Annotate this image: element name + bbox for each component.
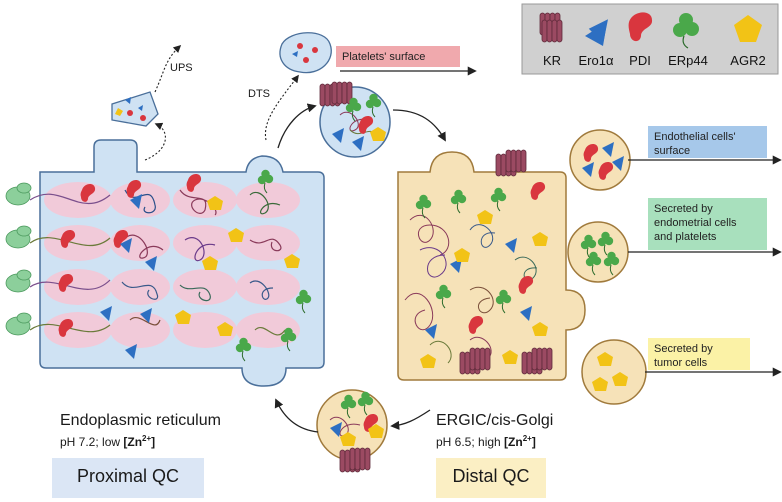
er-ph-text: pH 7.2; low (60, 435, 124, 449)
dts-arrow (264, 74, 299, 141)
golgi-zn: [Zn (504, 435, 523, 449)
dts-label: DTS (248, 88, 270, 100)
endothelial-line2: surface (654, 145, 691, 157)
kr-icon (541, 19, 563, 43)
tumor-box (648, 338, 750, 370)
er-zn-close: ] (151, 435, 156, 449)
kr-icon (531, 347, 553, 371)
endometrial-label: Secreted by endometrial cells and platel… (648, 198, 767, 248)
er-to-vesicle-arrow (277, 103, 317, 149)
endothelial-label: Endothelial cells' surface (648, 126, 767, 162)
golgi-ph: pH 6.5; high [Zn2+] (436, 434, 536, 449)
ups-label: UPS (170, 62, 193, 74)
legend-erp44-label: ERp44 (668, 53, 708, 68)
er-title: Endoplasmic reticulum (60, 412, 221, 429)
distal-qc-label: Distal QC (452, 466, 530, 486)
kr-icon (505, 149, 527, 173)
ero1a-icon (585, 22, 607, 46)
er-ph: pH 7.2; low [Zn2+] (60, 434, 155, 449)
endometrial-line3: and platelets (654, 231, 717, 243)
endometrial-line1: Secreted by (654, 203, 713, 215)
pdi-icon (628, 12, 653, 42)
legend-kr-label: KR (542, 53, 562, 68)
top-vesicle (319, 81, 391, 158)
er-compartment (29, 139, 325, 387)
tumor-line2: tumor cells (654, 357, 708, 369)
endometrial-box (648, 198, 767, 250)
legend-ero1a-label: Ero1α (578, 53, 614, 68)
distal-qc-box (436, 458, 546, 498)
er-zn-sup: 2+ (142, 434, 152, 443)
vesicle-to-golgi-arrow (392, 109, 446, 142)
platelets-box (336, 46, 460, 67)
endometrial-line2: endometrial cells (654, 217, 737, 229)
golgi-zn-sup: 2+ (522, 434, 532, 443)
tumor-vesicle (581, 339, 647, 405)
vesicle-to-er-arrow (274, 398, 319, 433)
golgi-ph-text: pH 6.5; high (436, 435, 505, 449)
legend-agr2-label: AGR2 (730, 53, 766, 68)
dts-vesicle (279, 32, 332, 74)
proximal-qc-box (52, 458, 204, 498)
endothelial-line1: Endothelial cells' (654, 131, 736, 143)
golgi-compartment (397, 151, 586, 381)
ribosome-icons (5, 182, 32, 336)
endometrial-vesicle (567, 221, 629, 283)
golgi-to-vesicle-arrow (390, 409, 431, 430)
platelets-surface-label: Platelets' surface (342, 51, 426, 63)
endothelial-vesicle (569, 129, 631, 191)
endothelial-box (648, 126, 767, 158)
agr2-icon (734, 15, 762, 42)
ups-vesicle (111, 91, 159, 127)
golgi-zn-close: ] (531, 435, 536, 449)
bottom-vesicle (316, 389, 388, 473)
er-zn: [Zn (123, 435, 143, 449)
proximal-qc-label: Proximal QC (76, 466, 179, 486)
kr-icon (469, 347, 491, 371)
ups-arrow-out (154, 44, 182, 93)
legend-pdi-label: PDI (629, 53, 651, 68)
ups-arrow (144, 122, 166, 161)
tumor-line1: Secreted by (654, 343, 713, 355)
erp44-icon (673, 13, 699, 49)
golgi-title: ERGIC/cis-Golgi (436, 412, 554, 429)
tumor-label: Secreted by tumor cells (648, 338, 750, 374)
